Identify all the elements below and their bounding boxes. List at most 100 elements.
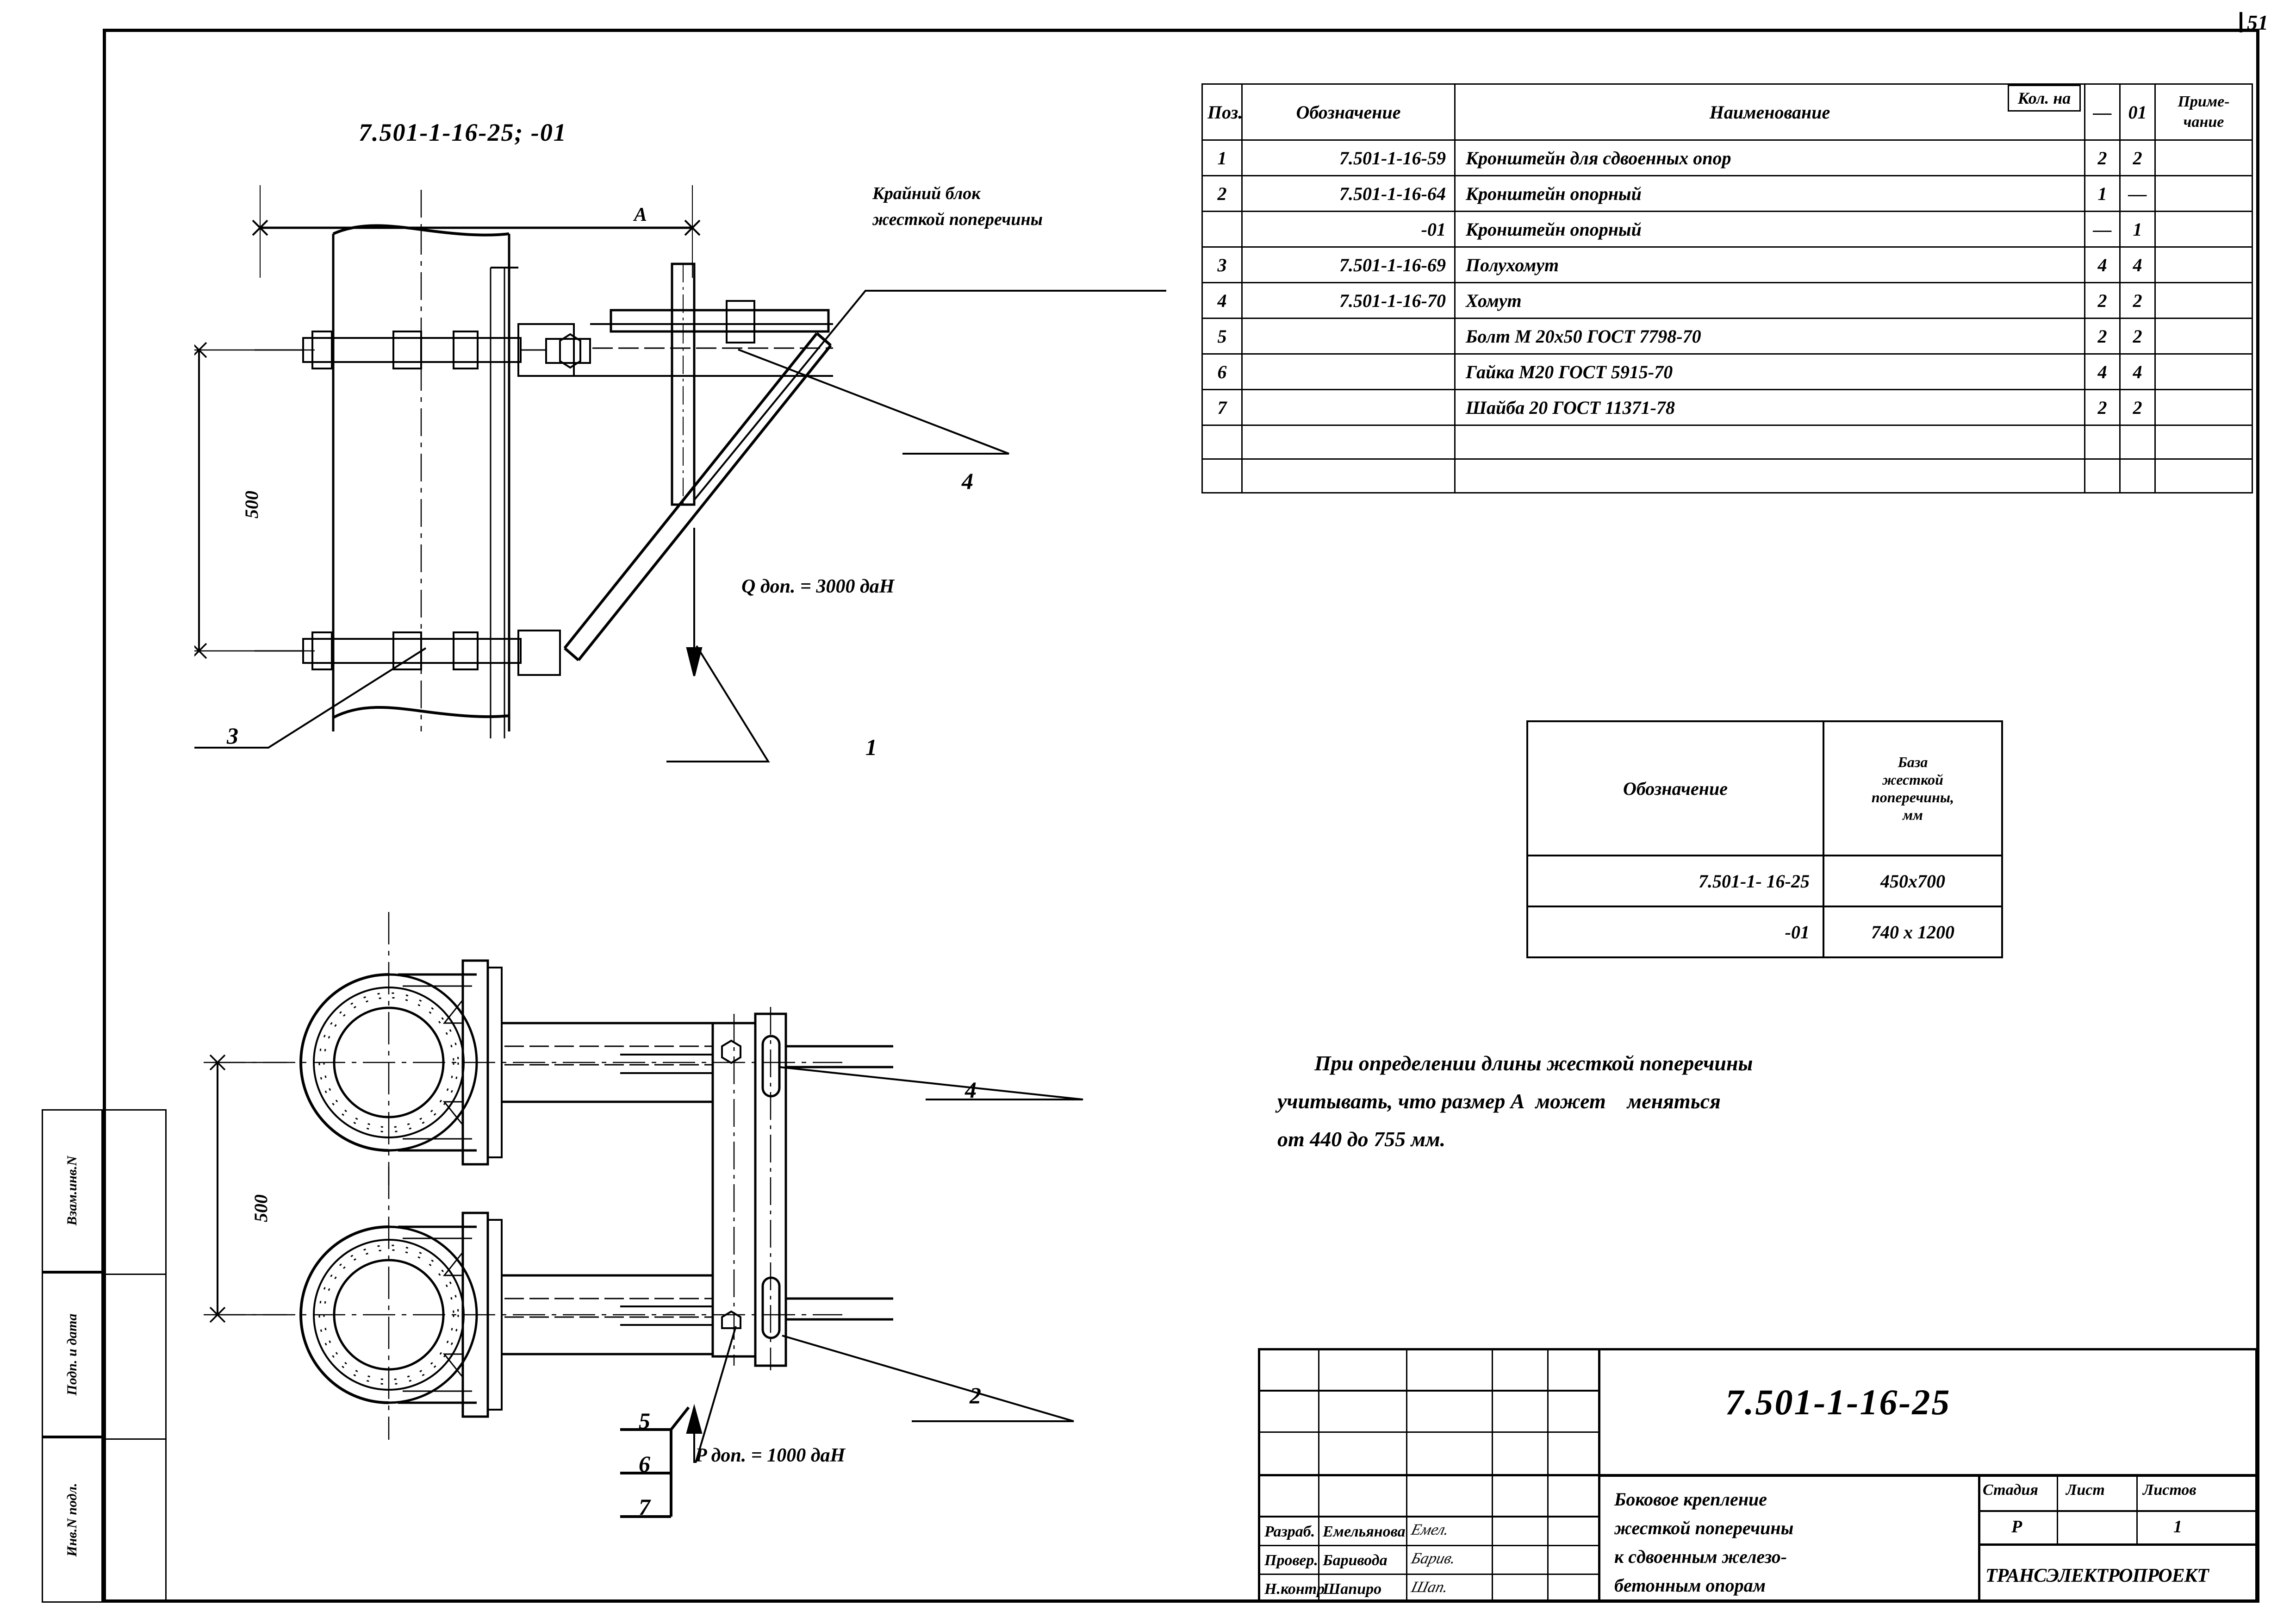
table-row: -01 740 х 1200 — [1526, 906, 2003, 958]
role-label-developer: Разраб. — [1264, 1523, 1315, 1540]
cell-designation: 7.501-1-16-70 — [1241, 282, 1456, 319]
cell-qty-01 — [2119, 425, 2156, 460]
cell-pos: 5 — [1201, 318, 1243, 355]
cell-qty-01: 4 — [2119, 246, 2156, 283]
title-block-title: Боковое крепление жесткой поперечины к с… — [1614, 1489, 1794, 1596]
cell-designation: 7.501-1-16-64 — [1241, 175, 1456, 212]
elevation-view — [194, 185, 1166, 762]
role-label-normcontrol: Н.контр — [1264, 1580, 1325, 1598]
cell-designation — [1241, 389, 1456, 426]
cell-designation — [1241, 353, 1456, 390]
stamp-cell-podp: Подп. и дата — [42, 1272, 103, 1437]
role-signature-developer: Емел. — [1409, 1521, 1451, 1538]
cell-pos: 4 — [1201, 282, 1243, 319]
cell-designation: 7.501-1-16-59 — [1241, 139, 1456, 176]
cell-pos — [1201, 211, 1243, 248]
cell-qty-base: — — [2084, 211, 2121, 248]
pos-mark-4-elevation: 4 — [962, 468, 973, 494]
role-signature-checker: Барив. — [1409, 1550, 1458, 1567]
title-block-code: 7.501-1-16-25 — [1725, 1382, 1951, 1422]
cell-qty-01: — — [2119, 175, 2156, 212]
cell-note — [2154, 282, 2253, 319]
cell-pos: 1 — [1201, 139, 1243, 176]
load-label-q: Q доп. = 3000 даН — [741, 576, 895, 597]
cell-qty-01: 2 — [2119, 282, 2156, 319]
cell-qty-base — [2084, 458, 2121, 493]
sheets-value: 1 — [2173, 1517, 2182, 1537]
base-cell-size: 450х700 — [1823, 855, 2003, 907]
pos-mark-4-plan: 4 — [965, 1077, 977, 1103]
base-header-base: База жесткой поперечины, мм — [1823, 720, 2003, 856]
cell-designation: 7.501-1-16-69 — [1241, 246, 1456, 283]
note-line-3: от 440 до 755 мм. — [1277, 1127, 1446, 1151]
organization-name: ТРАНСЭЛЕКТРОПРОЕКТ — [1985, 1565, 2209, 1587]
role-signature-normcontrol: Шап. — [1409, 1579, 1450, 1596]
cell-pos: 7 — [1201, 389, 1243, 426]
spec-header-qty-01: 01 — [2119, 83, 2156, 141]
cell-note — [2154, 318, 2253, 355]
cell-note — [2154, 389, 2253, 426]
cell-qty-01: 2 — [2119, 389, 2156, 426]
cell-note — [2154, 425, 2253, 460]
cell-name: Кронштейн опорный — [1454, 211, 2085, 248]
table-row: 4 7.501-1-16-70 Хомут 2 2 — [1201, 282, 2253, 319]
cell-qty-base: 4 — [2084, 353, 2121, 390]
base-cell-designation: -01 — [1526, 906, 1824, 958]
cell-qty-01: 4 — [2119, 353, 2156, 390]
stamp-column-frame — [42, 1109, 167, 1603]
cell-qty-base: 2 — [2084, 139, 2121, 176]
cell-designation: -01 — [1241, 211, 1456, 248]
pos-mark-3: 3 — [227, 723, 238, 749]
cell-designation — [1241, 458, 1456, 493]
table-row: 6 Гайка М20 ГОСТ 5915-70 4 4 — [1201, 353, 2253, 390]
base-table-header-row: Обозначение База жесткой поперечины, мм — [1526, 720, 2003, 856]
cell-name: Хомут — [1454, 282, 2085, 319]
cell-qty-base: 4 — [2084, 246, 2121, 283]
cell-qty-base: 2 — [2084, 282, 2121, 319]
cell-designation — [1241, 425, 1456, 460]
stamp-column: Взам.инв.N Подп. и дата Инв.N подл. — [42, 1109, 103, 1603]
pos-mark-5: 5 — [639, 1408, 650, 1434]
base-header-designation: Обозначение — [1526, 720, 1824, 856]
specification-table: Поз. Обозначение Наименование — 01 Приме… — [1201, 83, 2253, 493]
cell-note — [2154, 458, 2253, 493]
title-block: Разраб. Емельянова Емел. Провер. Баривод… — [1258, 1348, 2258, 1603]
cell-note — [2154, 211, 2253, 248]
pos-stack-box — [620, 1406, 690, 1518]
note-line-1: При определении длины жесткой поперечины — [1314, 1051, 1753, 1075]
drawing-code-title: 7.501-1-16-25; -01 — [359, 119, 567, 146]
pos-mark-2-plan: 2 — [970, 1382, 981, 1408]
cell-qty-base: 2 — [2084, 318, 2121, 355]
cell-qty-base: 2 — [2084, 389, 2121, 426]
cell-note — [2154, 139, 2253, 176]
note-block: При определении длины жесткой поперечины… — [1277, 1044, 2184, 1158]
base-dimension-table: Обозначение База жесткой поперечины, мм … — [1526, 720, 2003, 958]
cell-name: Гайка М20 ГОСТ 5915-70 — [1454, 353, 2085, 390]
sheets-header: Листов — [2143, 1481, 2196, 1499]
cell-pos: 2 — [1201, 175, 1243, 212]
callout-crane-block: Крайний блок жесткой поперечины — [872, 184, 1043, 229]
dim-500-elevation: 500 — [241, 491, 262, 518]
spec-header-qty-group: Кол. на — [2008, 85, 2081, 112]
cell-pos: 6 — [1201, 353, 1243, 390]
spec-header-note: Приме-чание — [2154, 83, 2253, 141]
role-name-normcontrol: Шапиро — [1323, 1580, 1382, 1598]
stage-value: Р — [2011, 1517, 2022, 1537]
role-name-checker: Баривода — [1323, 1552, 1388, 1569]
spec-header-row: Поз. Обозначение Наименование — 01 Приме… — [1201, 83, 2253, 141]
spec-header-pos: Поз. — [1201, 83, 1243, 141]
cell-name: Кронштейн опорный — [1454, 175, 2085, 212]
cell-designation — [1241, 318, 1456, 355]
sheet-number-rule — [2240, 12, 2242, 32]
table-row: 7.501-1- 16-25 450х700 — [1526, 855, 2003, 907]
role-label-checker: Провер. — [1264, 1552, 1318, 1569]
stamp-cell-vzam: Взам.инв.N — [42, 1109, 103, 1272]
spec-header-name: Наименование — [1454, 83, 2085, 141]
table-row: 5 Болт М 20х50 ГОСТ 7798-70 2 2 — [1201, 318, 2253, 355]
cell-qty-01: 2 — [2119, 318, 2156, 355]
cell-qty-base: 1 — [2084, 175, 2121, 212]
cell-note — [2154, 353, 2253, 390]
cell-pos: 3 — [1201, 246, 1243, 283]
table-row: -01 Кронштейн опорный — 1 — [1201, 211, 2253, 248]
base-cell-designation: 7.501-1- 16-25 — [1526, 855, 1824, 907]
